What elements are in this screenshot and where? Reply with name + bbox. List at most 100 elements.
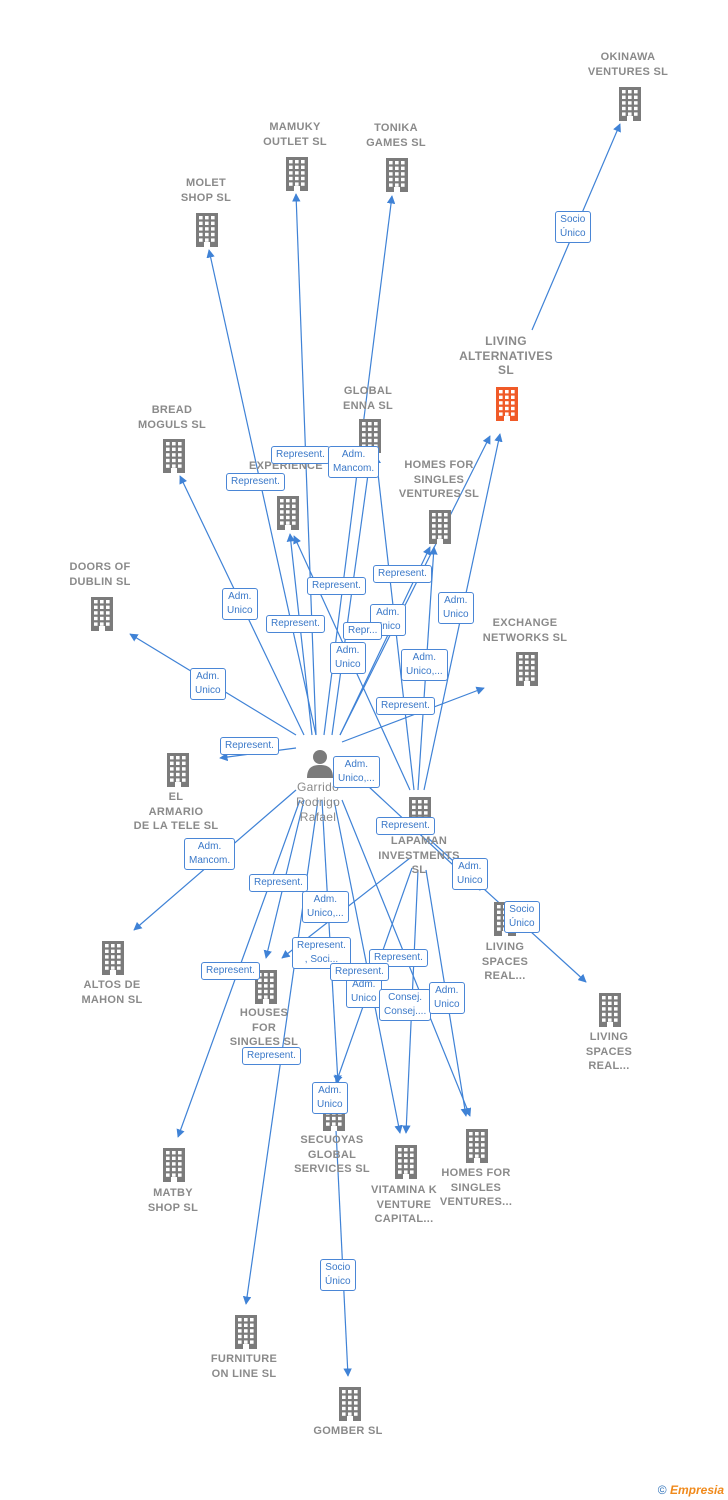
node-living_alt[interactable]: LIVING ALTERNATIVES SL xyxy=(441,334,571,378)
node-global_enna[interactable]: GLOBAL ENNA SL xyxy=(303,384,433,413)
node-doors[interactable]: DOORS OF DUBLIN SL xyxy=(35,560,165,589)
relation-label: Represent. xyxy=(226,473,285,491)
node-armario[interactable]: EL ARMARIO DE LA TELE SL xyxy=(111,790,241,834)
node-living_real1[interactable]: LIVING SPACES REAL... xyxy=(440,940,570,984)
node-tonika[interactable]: TONIKA GAMES SL xyxy=(331,121,461,150)
relation-label: Repr... xyxy=(343,622,383,640)
building-icon[interactable] xyxy=(617,85,643,121)
relation-label: Represent. xyxy=(242,1047,301,1065)
node-label: EL ARMARIO DE LA TELE SL xyxy=(133,791,219,832)
node-label: MAMUKY OUTLET SL xyxy=(263,121,327,148)
relation-label: Consej. Consej.... xyxy=(379,989,432,1021)
relation-label: Represent. xyxy=(201,962,260,980)
node-okinawa[interactable]: OKINAWA VENTURES SL xyxy=(563,50,693,79)
building-icon[interactable] xyxy=(161,437,187,473)
node-molet[interactable]: MOLET SHOP SL xyxy=(141,176,271,205)
relation-label: Represent. xyxy=(330,963,389,981)
node-label: LIVING ALTERNATIVES SL xyxy=(459,334,553,377)
brand-footer[interactable]: © Empresia xyxy=(658,1483,724,1497)
relation-label: Adm. Unico xyxy=(438,592,474,624)
node-lapaman[interactable]: LAPAMAN INVESTMENTS SL xyxy=(354,834,484,878)
building-icon[interactable] xyxy=(464,1127,490,1163)
node-label: BREAD MOGULS SL xyxy=(137,404,207,431)
relation-label: Represent. xyxy=(376,817,435,835)
relation-label: Socio Único xyxy=(320,1259,356,1291)
node-gomber[interactable]: GOMBER SL xyxy=(283,1424,413,1439)
node-label: EXCHANGE NETWORKS SL xyxy=(482,617,568,644)
node-label: GLOBAL ENNA SL xyxy=(343,385,393,412)
node-label: VITAMINA K VENTURE CAPITAL... xyxy=(371,1184,437,1225)
relation-label: Adm. Unico xyxy=(346,976,382,1008)
building-icon[interactable] xyxy=(494,385,520,421)
node-homes_top[interactable]: HOMES FOR SINGLES VENTURES SL xyxy=(374,458,504,502)
node-exchange[interactable]: EXCHANGE NETWORKS SL xyxy=(460,616,590,645)
building-icon[interactable] xyxy=(384,156,410,192)
relation-label: Adm. Unico,... xyxy=(401,649,448,681)
relation-label: Adm. Unico xyxy=(330,642,366,674)
node-matby[interactable]: MATBY SHOP SL xyxy=(108,1186,238,1215)
node-homes_bot[interactable]: HOMES FOR SINGLES VENTURES... xyxy=(411,1166,541,1210)
edge-person-to-mamuky xyxy=(292,193,317,736)
building-icon[interactable] xyxy=(194,211,220,247)
relation-label: Represent. xyxy=(369,949,428,967)
edge-person-to-global_enna xyxy=(331,459,374,736)
relation-label: Adm. Mancom. xyxy=(328,446,380,478)
edge-person-to-se_experience xyxy=(286,533,313,736)
node-label: Garrido Rodrigo Rafael xyxy=(295,780,341,824)
node-label: GOMBER SL xyxy=(313,1425,383,1437)
node-furniture[interactable]: FURNITURE ON LINE SL xyxy=(179,1352,309,1381)
node-label: ALTOS DE MAHON SL xyxy=(81,979,143,1006)
relation-label: Adm. Unico,... xyxy=(302,891,349,923)
node-label: SECUOYAS GLOBAL SERVICES SL xyxy=(294,1134,370,1175)
building-icon[interactable] xyxy=(100,939,126,975)
relation-label: Socio Único xyxy=(555,211,591,243)
node-label: LIVING SPACES REAL... xyxy=(585,1031,633,1072)
node-living_real2[interactable]: LIVING SPACES REAL... xyxy=(544,1030,674,1074)
building-icon[interactable] xyxy=(597,991,623,1027)
node-person[interactable]: Garrido Rodrigo Rafael xyxy=(253,780,383,825)
relation-label: Socio Único xyxy=(504,901,540,933)
building-icon[interactable] xyxy=(337,1385,363,1421)
building-icon[interactable] xyxy=(393,1143,419,1179)
relation-label: Adm. Unico xyxy=(429,982,465,1014)
edge-person-to-exchange xyxy=(341,686,485,743)
relation-label: Represent. xyxy=(266,615,325,633)
building-icon[interactable] xyxy=(165,751,191,787)
node-label: OKINAWA VENTURES SL xyxy=(587,51,669,78)
node-label: HOMES FOR SINGLES VENTURES... xyxy=(439,1167,513,1208)
relation-label: Adm. Mancom. xyxy=(184,838,236,870)
relation-label: Represent. xyxy=(373,565,432,583)
node-label: DOORS OF DUBLIN SL xyxy=(69,561,131,588)
relation-label: Represent. xyxy=(271,446,330,464)
building-icon[interactable] xyxy=(89,595,115,631)
node-secuoyas[interactable]: SECUOYAS GLOBAL SERVICES SL xyxy=(267,1133,397,1177)
node-label: TONIKA GAMES SL xyxy=(366,122,426,149)
node-label: HOMES FOR SINGLES VENTURES SL xyxy=(398,459,480,500)
building-icon[interactable] xyxy=(284,155,310,191)
node-label: FURNITURE ON LINE SL xyxy=(210,1353,278,1380)
node-bread[interactable]: BREAD MOGULS SL xyxy=(107,403,237,432)
brand-name: Empresia xyxy=(669,1483,724,1497)
building-icon[interactable] xyxy=(427,508,453,544)
person-icon[interactable] xyxy=(305,746,335,778)
node-label: LIVING SPACES REAL... xyxy=(481,941,529,982)
node-houses[interactable]: HOUSES FOR SINGLES SL xyxy=(199,1006,329,1050)
relation-label: Adm. Unico xyxy=(312,1082,348,1114)
edge-person-to-molet xyxy=(206,249,317,736)
node-label: HOUSES FOR SINGLES SL xyxy=(229,1007,299,1048)
node-label: MOLET SHOP SL xyxy=(180,177,232,204)
relation-label: Represent. xyxy=(249,874,308,892)
relation-label: Adm. Unico xyxy=(222,588,258,620)
copyright-mark: © xyxy=(657,1483,667,1497)
building-icon[interactable] xyxy=(514,650,540,686)
building-icon[interactable] xyxy=(161,1146,187,1182)
building-icon[interactable] xyxy=(233,1313,259,1349)
edge-secuoyas-to-gomber xyxy=(335,1129,352,1377)
node-altos[interactable]: ALTOS DE MAHON SL xyxy=(47,978,177,1007)
node-mamuky[interactable]: MAMUKY OUTLET SL xyxy=(230,120,360,149)
building-icon[interactable] xyxy=(275,494,301,530)
node-vitamina[interactable]: VITAMINA K VENTURE CAPITAL... xyxy=(339,1183,469,1227)
building-icon[interactable] xyxy=(357,417,383,453)
